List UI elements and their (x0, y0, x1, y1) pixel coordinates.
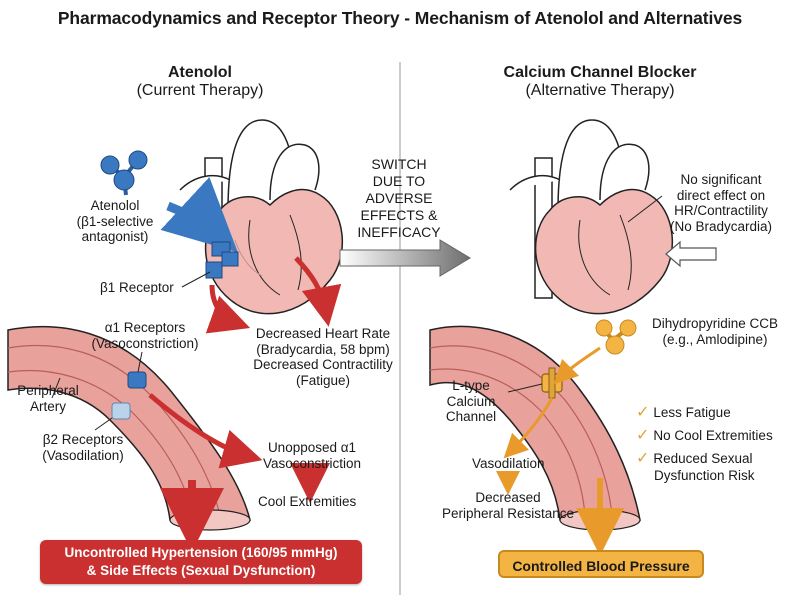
switch-arrow (339, 239, 471, 277)
beta2-receptor-icon (111, 402, 131, 420)
unopposed-label-line-2: Vasoconstriction (262, 455, 362, 471)
beta1-receptor-label: β1 Receptor (100, 280, 174, 295)
benefit-label: No Cool Extremities (653, 427, 773, 443)
benefit-label: Less Fatigue (653, 404, 731, 420)
no-effect-line-3: HR/Contractility (674, 203, 768, 219)
check-icon: ✓ (636, 427, 650, 444)
no-effect-line-2: direct effect on (676, 187, 766, 203)
right-heading: Calcium Channel Blocker (Alternative The… (470, 64, 730, 101)
atenolol-molecule-icon (100, 150, 148, 196)
switch-line-1: SWITCH (371, 156, 427, 172)
benefit-label-continued: Dysfunction Risk (654, 468, 755, 483)
benefits-list: ✓ Less Fatigue ✓ No Cool Extremities ✓ R… (636, 402, 796, 483)
left-heading-title: Atenolol (168, 64, 232, 81)
switch-line-5: INEFFICACY (357, 224, 441, 241)
no-effect-arrow (665, 240, 717, 268)
switch-line-2: DUE TO (372, 173, 426, 190)
no-effect-line-4: (No Bradycardia) (669, 218, 773, 234)
left-heart (179, 119, 343, 315)
heart-effect-line-1: Decreased Heart Rate (255, 326, 391, 341)
bad-outcome-line-2: & Side Effects (Sexual Dysfunction) (86, 563, 316, 578)
check-icon: ✓ (636, 404, 650, 421)
no-effect-label: No significant direct effect on HR/Contr… (656, 172, 786, 234)
vasodilation-arrow (503, 397, 554, 459)
resistance-label-line-1: Decreased (475, 490, 541, 505)
artery-label-line-1: Peripheral (17, 383, 79, 398)
beta2-label-line-2: (Vasodilation) (42, 447, 124, 463)
alpha1-label-line-2: (Vasoconstriction) (91, 335, 199, 351)
vasodilation-label: Vasodilation (472, 456, 545, 471)
benefit-item: ✓ Reduced Sexual (636, 448, 796, 468)
heart-effect-line-4: (Fatigue) (295, 372, 351, 388)
page-title: Pharmacodynamics and Receptor Theory - M… (57, 8, 743, 28)
heart-effect-line-3: Decreased Contractility (253, 357, 393, 373)
switch-label: SWITCH DUE TO ADVERSE EFFECTS & INEFFICA… (344, 156, 454, 241)
unopposed-label-line-1: Unopposed α1 (267, 440, 357, 455)
beta2-label: β2 Receptors (Vasodilation) (28, 432, 138, 463)
resistance-label-line-2: Peripheral Resistance (441, 505, 575, 521)
heart-effects-label: Decreased Heart Rate (Bradycardia, 58 bp… (228, 326, 418, 388)
benefit-item: ✓ No Cool Extremities (636, 425, 796, 445)
left-heading: Atenolol (Current Therapy) (100, 64, 300, 101)
beta2-label-line-1: β2 Receptors (42, 432, 124, 447)
unopposed-label: Unopposed α1 Vasoconstriction (252, 440, 372, 471)
right-heading-subtitle: (Alternative Therapy) (525, 82, 675, 100)
atenolol-label-line-3: antagonist) (81, 229, 149, 245)
ccb-binding-arrow (553, 346, 601, 385)
unopposed-arrow (148, 393, 263, 469)
artery-label: Peripheral Artery (8, 383, 88, 414)
bad-outcome-line-1: Uncontrolled Hypertension (160/95 mmHg) (64, 545, 338, 561)
resistance-label: Decreased Peripheral Resistance (428, 490, 588, 521)
cool-extremities-label: Cool Extremities (258, 494, 357, 509)
check-icon: ✓ (636, 450, 650, 467)
heart-effect-arrow-right (294, 256, 342, 327)
benefit-item: ✓ Less Fatigue (636, 402, 796, 422)
channel-label: L-type Calcium Channel (436, 378, 506, 425)
ccb-label-line-1: Dihydropyridine CCB (651, 316, 779, 331)
heart-effect-line-2: (Bradycardia, 58 bpm) (256, 341, 390, 357)
left-heading-subtitle: (Current Therapy) (136, 82, 264, 100)
alpha1-label-line-1: α1 Receptors (104, 320, 186, 335)
right-heading-title: Calcium Channel Blocker (503, 64, 697, 81)
right-heart (509, 119, 673, 315)
controlled-bp-box: Controlled Blood Pressure (498, 550, 704, 578)
ccb-label-line-2: (e.g., Amlodipine) (662, 331, 768, 347)
ccb-molecule-icon (595, 319, 637, 355)
heart-effect-arrow-left (205, 284, 251, 334)
switch-line-3: ADVERSE (365, 190, 433, 207)
atenolol-label-line-1: Atenolol (90, 198, 140, 213)
ccb-label: Dihydropyridine CCB (e.g., Amlodipine) (640, 316, 790, 347)
artery-label-line-2: Artery (29, 398, 66, 414)
no-effect-line-1: No significant (680, 172, 762, 187)
atenolol-label: Atenolol (β1-selective antagonist) (60, 198, 170, 245)
drug-binding-arrow (160, 177, 238, 253)
channel-label-line-3: Channel (445, 409, 497, 425)
atenolol-label-line-2: (β1-selective (76, 213, 154, 229)
channel-label-line-2: Calcium (446, 393, 496, 409)
uncontrolled-hypertension-box: Uncontrolled Hypertension (160/95 mmHg) … (40, 540, 362, 584)
benefit-label: Reduced Sexual (653, 450, 753, 466)
beta1-receptor-icon (205, 241, 239, 279)
alpha1-receptor-icon (127, 371, 147, 389)
channel-label-line-1: L-type (452, 378, 490, 393)
alpha1-label: α1 Receptors (Vasoconstriction) (80, 320, 210, 351)
left-artery (7, 325, 251, 531)
switch-line-4: EFFECTS & (360, 207, 438, 224)
